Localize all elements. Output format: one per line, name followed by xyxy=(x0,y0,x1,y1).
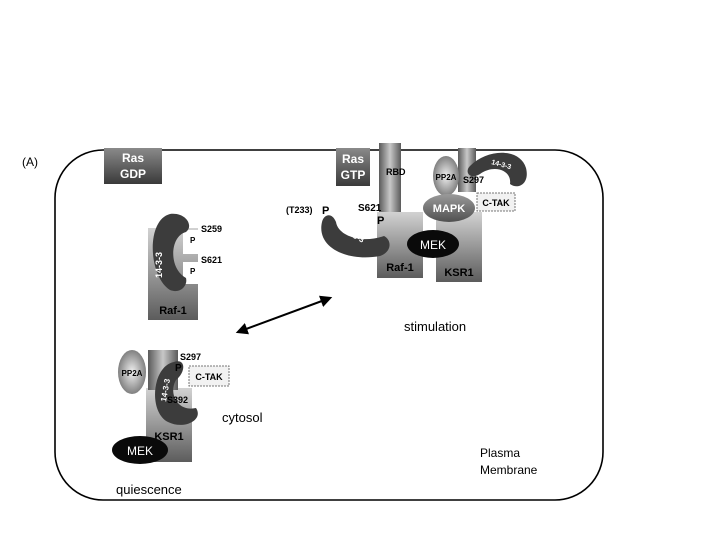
phospho-p: P xyxy=(322,205,329,217)
mek-label: MEK xyxy=(420,238,446,252)
plasma-membrane xyxy=(54,149,604,501)
panel-label: (A) xyxy=(22,155,38,169)
ras-gtp-line2: GTP xyxy=(341,168,366,182)
phospho-p: P xyxy=(377,215,384,227)
raf-1-label: Raf-1 xyxy=(159,305,187,317)
mapk-label: MAPK xyxy=(433,203,465,215)
site-s297: S297 xyxy=(180,352,201,362)
ksr1-label: KSR1 xyxy=(444,267,473,279)
14-3-3-dimer xyxy=(321,215,390,258)
phospho-p: P xyxy=(175,363,182,374)
ras-gdp-line1: Ras xyxy=(122,151,144,165)
mek-label: MEK xyxy=(127,444,153,458)
mek-protein xyxy=(407,230,459,258)
site-s621: S621 xyxy=(358,203,382,214)
membrane-label-line2: Membrane xyxy=(480,463,538,477)
14-3-3-label: 14-3-3 xyxy=(154,252,164,278)
mapk-protein xyxy=(423,194,475,222)
caption-cytosol: cytosol xyxy=(222,410,263,425)
mek-protein xyxy=(112,436,168,464)
pp2a-label: PP2A xyxy=(122,369,143,378)
site-s259: S259 xyxy=(201,224,222,234)
c-tak-box xyxy=(476,192,516,212)
site-s297: S297 xyxy=(463,175,484,185)
rbd-domain xyxy=(379,143,401,213)
ras-gdp: Ras GDP xyxy=(104,148,162,184)
ras-gtp: Ras GTP xyxy=(336,148,370,186)
site-s392: S392 xyxy=(167,395,188,405)
phospho-p: P xyxy=(190,236,196,245)
ras-gdp-line2: GDP xyxy=(120,167,146,181)
c-tak-box xyxy=(188,365,230,387)
rbd-label: RBD xyxy=(386,167,406,177)
caption-quiescence: quiescence xyxy=(116,482,182,497)
phospho-p: P xyxy=(190,267,196,276)
site-s621: S621 xyxy=(201,255,222,265)
membrane-label-line1: Plasma xyxy=(480,446,520,460)
transition-arrow xyxy=(235,295,333,335)
caption-stimulation: stimulation xyxy=(404,319,466,334)
active-ksr-complex: KSR1 PP2A S297 14-3-3 C-TAK MAPK xyxy=(423,148,527,282)
ras-gtp-line1: Ras xyxy=(342,152,364,166)
pp2a-protein xyxy=(433,156,459,196)
site-t233: (T233) xyxy=(286,205,313,215)
c-tak-label: C-TAK xyxy=(195,372,223,382)
cytosolic-raf-complex: 14-3-3 S259 P S621 P Raf-1 xyxy=(148,213,222,320)
active-raf-complex: 14-3-3 (T233) P S621 P Raf-1 xyxy=(286,203,423,278)
14-3-3-dimer xyxy=(467,152,527,187)
14-3-3-dimer xyxy=(155,361,198,425)
14-3-3-dimer xyxy=(152,213,190,292)
pp2a-protein xyxy=(118,350,146,394)
pp2a-label: PP2A xyxy=(436,173,457,182)
c-tak-label: C-TAK xyxy=(482,198,510,208)
raf-1-label: Raf-1 xyxy=(386,262,414,274)
ksr1-anchor xyxy=(458,148,476,192)
14-3-3-label: 14-3-3 xyxy=(159,377,172,402)
ksr1-label: KSR1 xyxy=(154,431,183,443)
